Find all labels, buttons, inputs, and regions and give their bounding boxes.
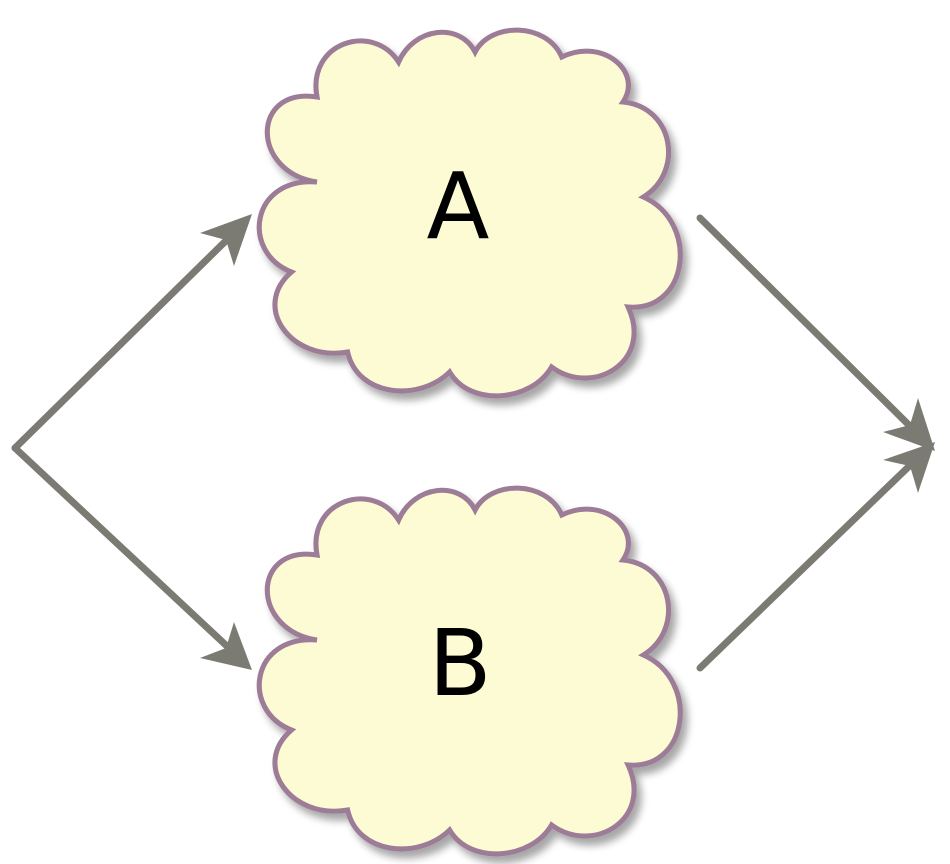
- edge-start-to-b: [11, 444, 249, 667]
- edge-b-to-end: [696, 444, 932, 672]
- arrowhead-end-bottom-icon: [883, 442, 935, 493]
- arrows: [11, 214, 932, 672]
- node-label-b: B: [428, 610, 491, 717]
- edge-start-to-a: [11, 218, 249, 452]
- arrowhead-a-icon: [200, 214, 252, 266]
- arrowheads: [200, 214, 935, 670]
- edge-a-to-end: [696, 214, 932, 448]
- node-label-a: A: [427, 153, 490, 260]
- arrowhead-end-top-icon: [883, 398, 935, 451]
- arrowhead-b-icon: [200, 622, 252, 670]
